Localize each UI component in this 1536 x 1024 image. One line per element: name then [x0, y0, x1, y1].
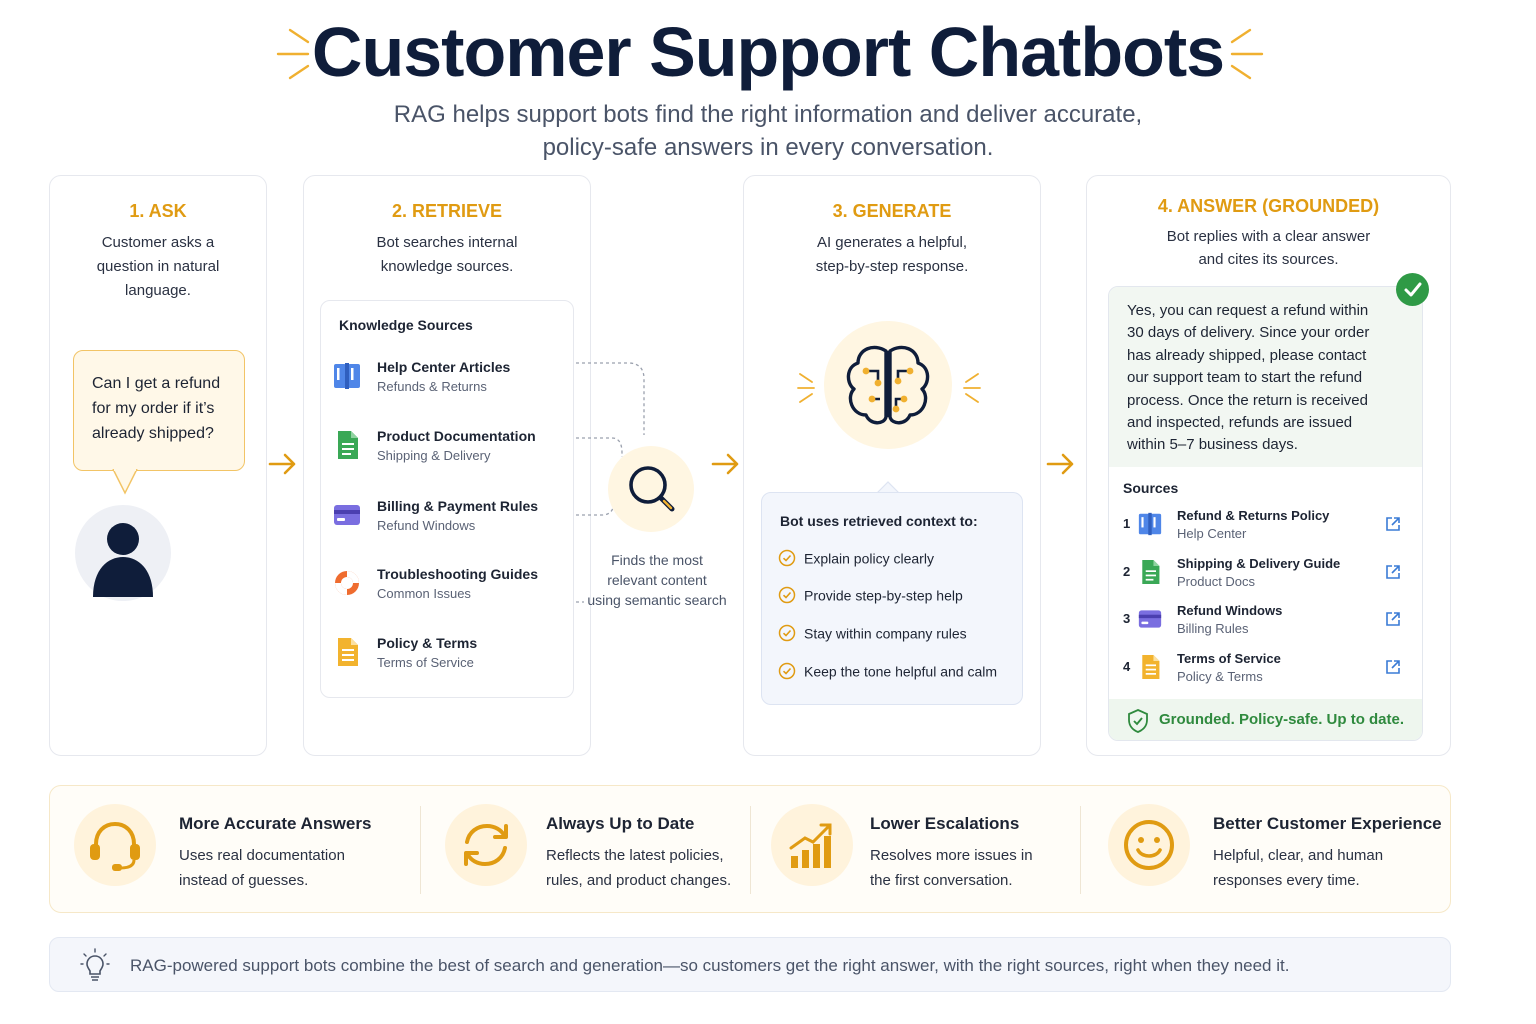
benefit-icon-badge — [771, 804, 853, 886]
brain-icon — [846, 345, 930, 425]
document-icon — [1138, 558, 1162, 586]
benefit-icon-badge — [1108, 804, 1190, 886]
user-icon — [93, 523, 153, 597]
step-generate-title: 3. GENERATE — [832, 201, 952, 221]
check-circle-icon — [778, 586, 796, 604]
bubble-tail — [112, 469, 138, 495]
policy-document-icon — [333, 637, 361, 667]
book-icon — [333, 361, 361, 391]
headset-icon — [90, 821, 140, 871]
semantic-search-caption: Finds the most relevant content using se… — [587, 552, 727, 608]
benefit-item: Lower Escalations Resolves more issues i… — [750, 786, 1080, 914]
page-title: Customer Support Chatbots — [311, 13, 1225, 91]
step-retrieve-title: 2. RETRIEVE — [391, 201, 503, 221]
context-panel-pointer — [876, 481, 900, 494]
context-usage-item: Provide step-by-step help — [778, 586, 963, 604]
policy-document-icon — [1138, 653, 1162, 681]
lifebuoy-icon — [333, 568, 361, 598]
knowledge-source-item[interactable]: Policy & Terms Terms of Service — [333, 635, 569, 681]
retrieved-context-title: Bot uses retrieved context to: — [780, 513, 978, 529]
brain-spark-icon — [797, 373, 981, 403]
retrieved-context-panel: Bot uses retrieved context to: Explain p… — [761, 492, 1023, 705]
footer-text: RAG-powered support bots combine the bes… — [130, 956, 1290, 975]
spark-left-icon — [276, 28, 310, 80]
verified-check-badge — [1396, 273, 1429, 306]
benefits-strip: More Accurate Answers Uses real document… — [49, 785, 1451, 913]
check-circle-icon — [778, 624, 796, 642]
check-circle-icon — [778, 549, 796, 567]
lightbulb-icon — [80, 948, 110, 981]
divider — [420, 806, 421, 894]
context-usage-item: Keep the tone helpful and calm — [778, 662, 997, 680]
knowledge-sources-panel: Knowledge Sources Help Center Articles R… — [320, 300, 574, 698]
bot-answer-text: Yes, you can request a refund within 30 … — [1109, 287, 1422, 467]
step-answer-title: 4. ANSWER (GROUNDED) — [1157, 196, 1380, 216]
external-link-icon[interactable] — [1385, 659, 1401, 675]
flow-arrow-icon — [1046, 452, 1076, 476]
magnifier-icon — [629, 466, 675, 512]
benefit-item: Better Customer Experience Helpful, clea… — [1080, 786, 1450, 914]
knowledge-source-item[interactable]: Help Center Articles Refunds & Returns — [333, 359, 569, 405]
credit-card-icon — [333, 500, 361, 530]
benefit-icon-badge — [445, 804, 527, 886]
checkmark-icon — [1404, 282, 1422, 297]
smiley-icon — [1124, 820, 1174, 870]
knowledge-source-item[interactable]: Product Documentation Shipping & Deliver… — [333, 428, 569, 474]
benefit-icon-badge — [74, 804, 156, 886]
spark-right-icon — [1230, 28, 1264, 80]
refresh-icon — [464, 823, 508, 867]
cited-source-row[interactable]: 2 Shipping & Delivery Guide Product Docs — [1121, 556, 1413, 596]
cited-source-row[interactable]: 3 Refund Windows Billing Rules — [1121, 603, 1413, 643]
step-generate-description: AI generates a helpful, step-by-step res… — [815, 234, 969, 275]
external-link-icon[interactable] — [1385, 611, 1401, 627]
external-link-icon[interactable] — [1385, 564, 1401, 580]
grounded-status-bar: Grounded. Policy-safe. Up to date. — [1109, 699, 1422, 740]
flow-arrow-icon — [711, 452, 741, 476]
grounded-answer-panel: Yes, you can request a refund within 30 … — [1108, 286, 1423, 741]
divider — [1080, 806, 1081, 894]
external-link-icon[interactable] — [1385, 516, 1401, 532]
semantic-search-badge — [608, 446, 694, 532]
growth-chart-icon — [789, 823, 832, 868]
knowledge-sources-title: Knowledge Sources — [339, 317, 473, 333]
footer-banner: RAG-powered support bots combine the bes… — [49, 937, 1451, 992]
knowledge-source-item[interactable]: Billing & Payment Rules Refund Windows — [333, 498, 569, 544]
divider — [750, 806, 751, 894]
flow-arrow-icon — [268, 452, 298, 476]
benefit-item: More Accurate Answers Uses real document… — [50, 786, 420, 914]
customer-question-bubble: Can I get a refund for my order if it’s … — [73, 350, 245, 471]
sources-title: Sources — [1123, 480, 1179, 496]
step-ask-description: Customer asks a question in natural lang… — [96, 234, 220, 299]
step-ask-title: 1. ASK — [129, 201, 187, 221]
step-answer-description: Bot replies with a clear answer and cite… — [1166, 228, 1371, 268]
page-subtitle: RAG helps support bots find the right in… — [393, 101, 1143, 161]
customer-avatar — [75, 505, 171, 601]
shield-check-icon — [1128, 709, 1148, 733]
credit-card-icon — [1138, 605, 1162, 633]
benefit-item: Always Up to Date Reflects the latest po… — [420, 786, 750, 914]
cited-source-row[interactable]: 4 Terms of Service Policy & Terms — [1121, 651, 1413, 691]
cited-source-row[interactable]: 1 Refund & Returns Policy Help Center — [1121, 508, 1413, 548]
ai-brain-badge — [824, 321, 952, 449]
book-icon — [1138, 510, 1162, 538]
context-usage-item: Stay within company rules — [778, 624, 967, 642]
knowledge-source-item[interactable]: Troubleshooting Guides Common Issues — [333, 566, 569, 612]
document-icon — [333, 430, 361, 460]
title-block: Customer Support Chatbots — [0, 12, 1536, 92]
step-retrieve-description: Bot searches internal knowledge sources. — [376, 234, 518, 275]
context-usage-item: Explain policy clearly — [778, 549, 934, 567]
check-circle-icon — [778, 662, 796, 680]
